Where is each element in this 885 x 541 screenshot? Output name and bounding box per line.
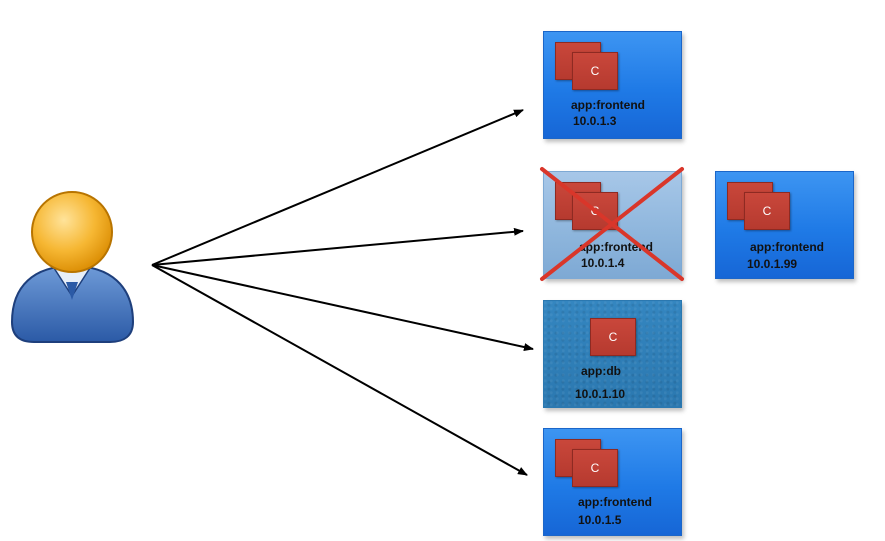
arrow-to-pod-4 — [151, 264, 534, 351]
pod-label: app:frontend — [750, 240, 824, 254]
connection-arrows — [151, 109, 534, 476]
cross-mark-icon — [540, 167, 684, 281]
user-icon — [10, 191, 135, 343]
pod-label: app:frontend — [578, 495, 652, 509]
pod-frontend-replacement: C app:frontend 10.0.1.99 — [715, 171, 854, 279]
container-front: C — [572, 52, 618, 90]
pod-ip: 10.0.1.3 — [573, 114, 617, 128]
pod-ip: 10.0.1.4 — [581, 256, 625, 270]
pod-ip: 10.0.1.10 — [575, 387, 626, 401]
pod-label: app:frontend — [571, 98, 645, 112]
pod-frontend-killed: C app:frontend 10.0.1.4 — [540, 167, 684, 281]
container-front: C — [572, 449, 618, 487]
pod-db: C app:db 10.0.1.10 — [543, 300, 682, 408]
pod-ip: 10.0.1.5 — [578, 513, 622, 527]
container-front: C — [590, 318, 636, 356]
pod-label: app:db — [581, 364, 621, 378]
container-front: C — [744, 192, 790, 230]
pod-frontend-5: C app:frontend 10.0.1.5 — [543, 428, 682, 536]
arrow-to-pod-5 — [151, 264, 528, 476]
pod-ip: 10.0.1.99 — [747, 257, 798, 271]
pod-frontend-1: C app:frontend 10.0.1.3 — [543, 31, 682, 139]
arrow-to-pod-2 — [151, 227, 524, 266]
arrow-to-pod-1 — [151, 109, 524, 266]
